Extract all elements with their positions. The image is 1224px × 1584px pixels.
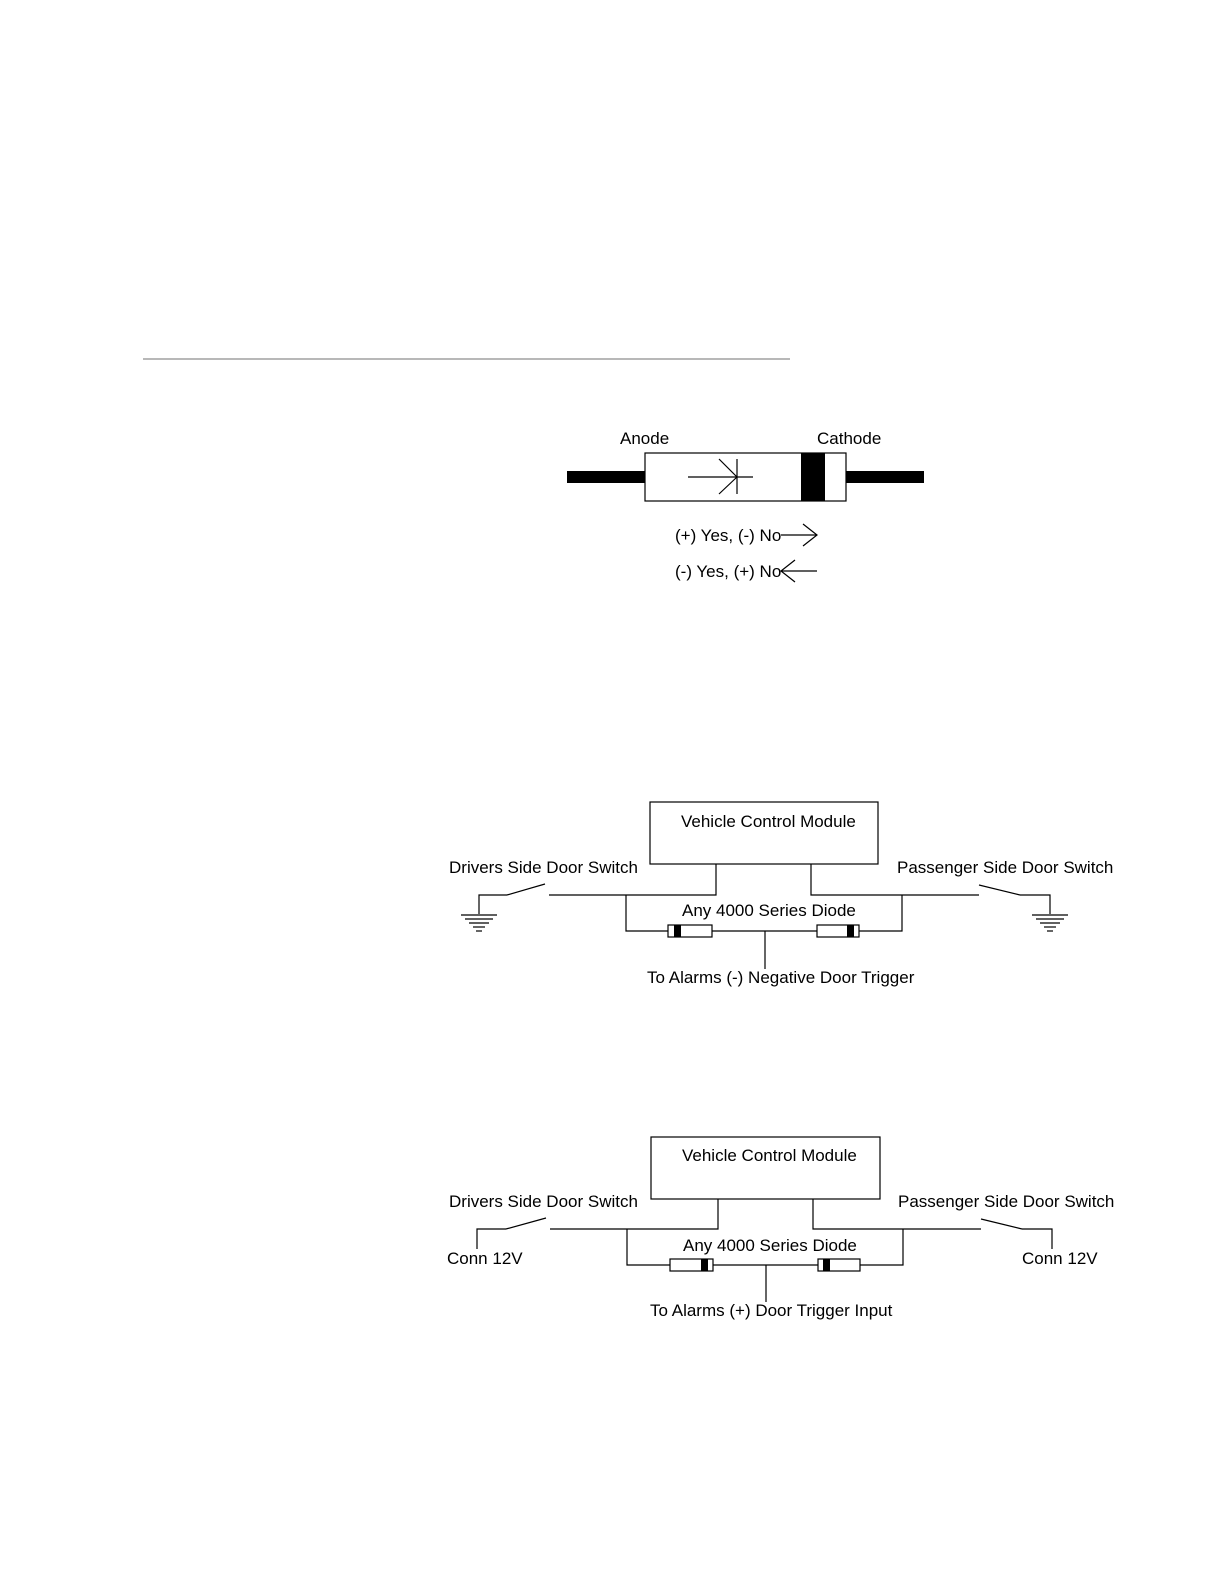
drivers-door-switch-label: Drivers Side Door Switch xyxy=(449,858,638,877)
right-diode xyxy=(816,924,860,938)
vehicle-control-module-label: Vehicle Control Module xyxy=(681,812,856,831)
left-diode xyxy=(669,1258,714,1272)
cathode-label: Cathode xyxy=(817,429,881,448)
left-12v-supply-label: Conn 12V xyxy=(447,1249,523,1268)
right-diode xyxy=(817,1258,861,1272)
arrow-right-icon xyxy=(781,523,818,547)
circuit-wires xyxy=(476,1199,1053,1302)
positive-trigger-circuit: Vehicle Control Module Drivers Side Door… xyxy=(447,1136,1114,1320)
alarm-output-label: To Alarms (-) Negative Door Trigger xyxy=(647,968,915,987)
cathode-lead xyxy=(846,471,924,483)
diode-symbol-icon xyxy=(688,458,753,495)
anode-lead xyxy=(567,471,645,483)
alarm-output-label: To Alarms (+) Door Trigger Input xyxy=(650,1301,893,1320)
anode-label: Anode xyxy=(620,429,669,448)
right-12v-supply-label: Conn 12V xyxy=(1022,1249,1098,1268)
ground-icon xyxy=(1032,914,1068,932)
ground-icon xyxy=(461,914,497,932)
diode-legend: Anode Cathode (+) Yes, (-) No (-) Yes, (… xyxy=(567,429,924,583)
vehicle-control-module-label: Vehicle Control Module xyxy=(682,1146,857,1165)
diode-part-label: Any 4000 Series Diode xyxy=(682,901,856,920)
passenger-door-switch-label: Passenger Side Door Switch xyxy=(898,1192,1114,1211)
arrow-left-icon xyxy=(780,559,817,583)
vehicle-control-module-box xyxy=(649,801,879,865)
circuit-wires xyxy=(478,864,1051,969)
reverse-bias-text: (-) Yes, (+) No xyxy=(675,562,781,581)
vehicle-control-module-box xyxy=(650,1136,881,1200)
drivers-door-switch-label: Drivers Side Door Switch xyxy=(449,1192,638,1211)
forward-bias-text: (+) Yes, (-) No xyxy=(675,526,781,545)
passenger-door-switch-label: Passenger Side Door Switch xyxy=(897,858,1113,877)
diode-part-label: Any 4000 Series Diode xyxy=(683,1236,857,1255)
left-diode xyxy=(667,924,713,938)
negative-trigger-circuit: Vehicle Control Module Drivers Side Door… xyxy=(449,801,1113,987)
cathode-band xyxy=(801,453,825,501)
